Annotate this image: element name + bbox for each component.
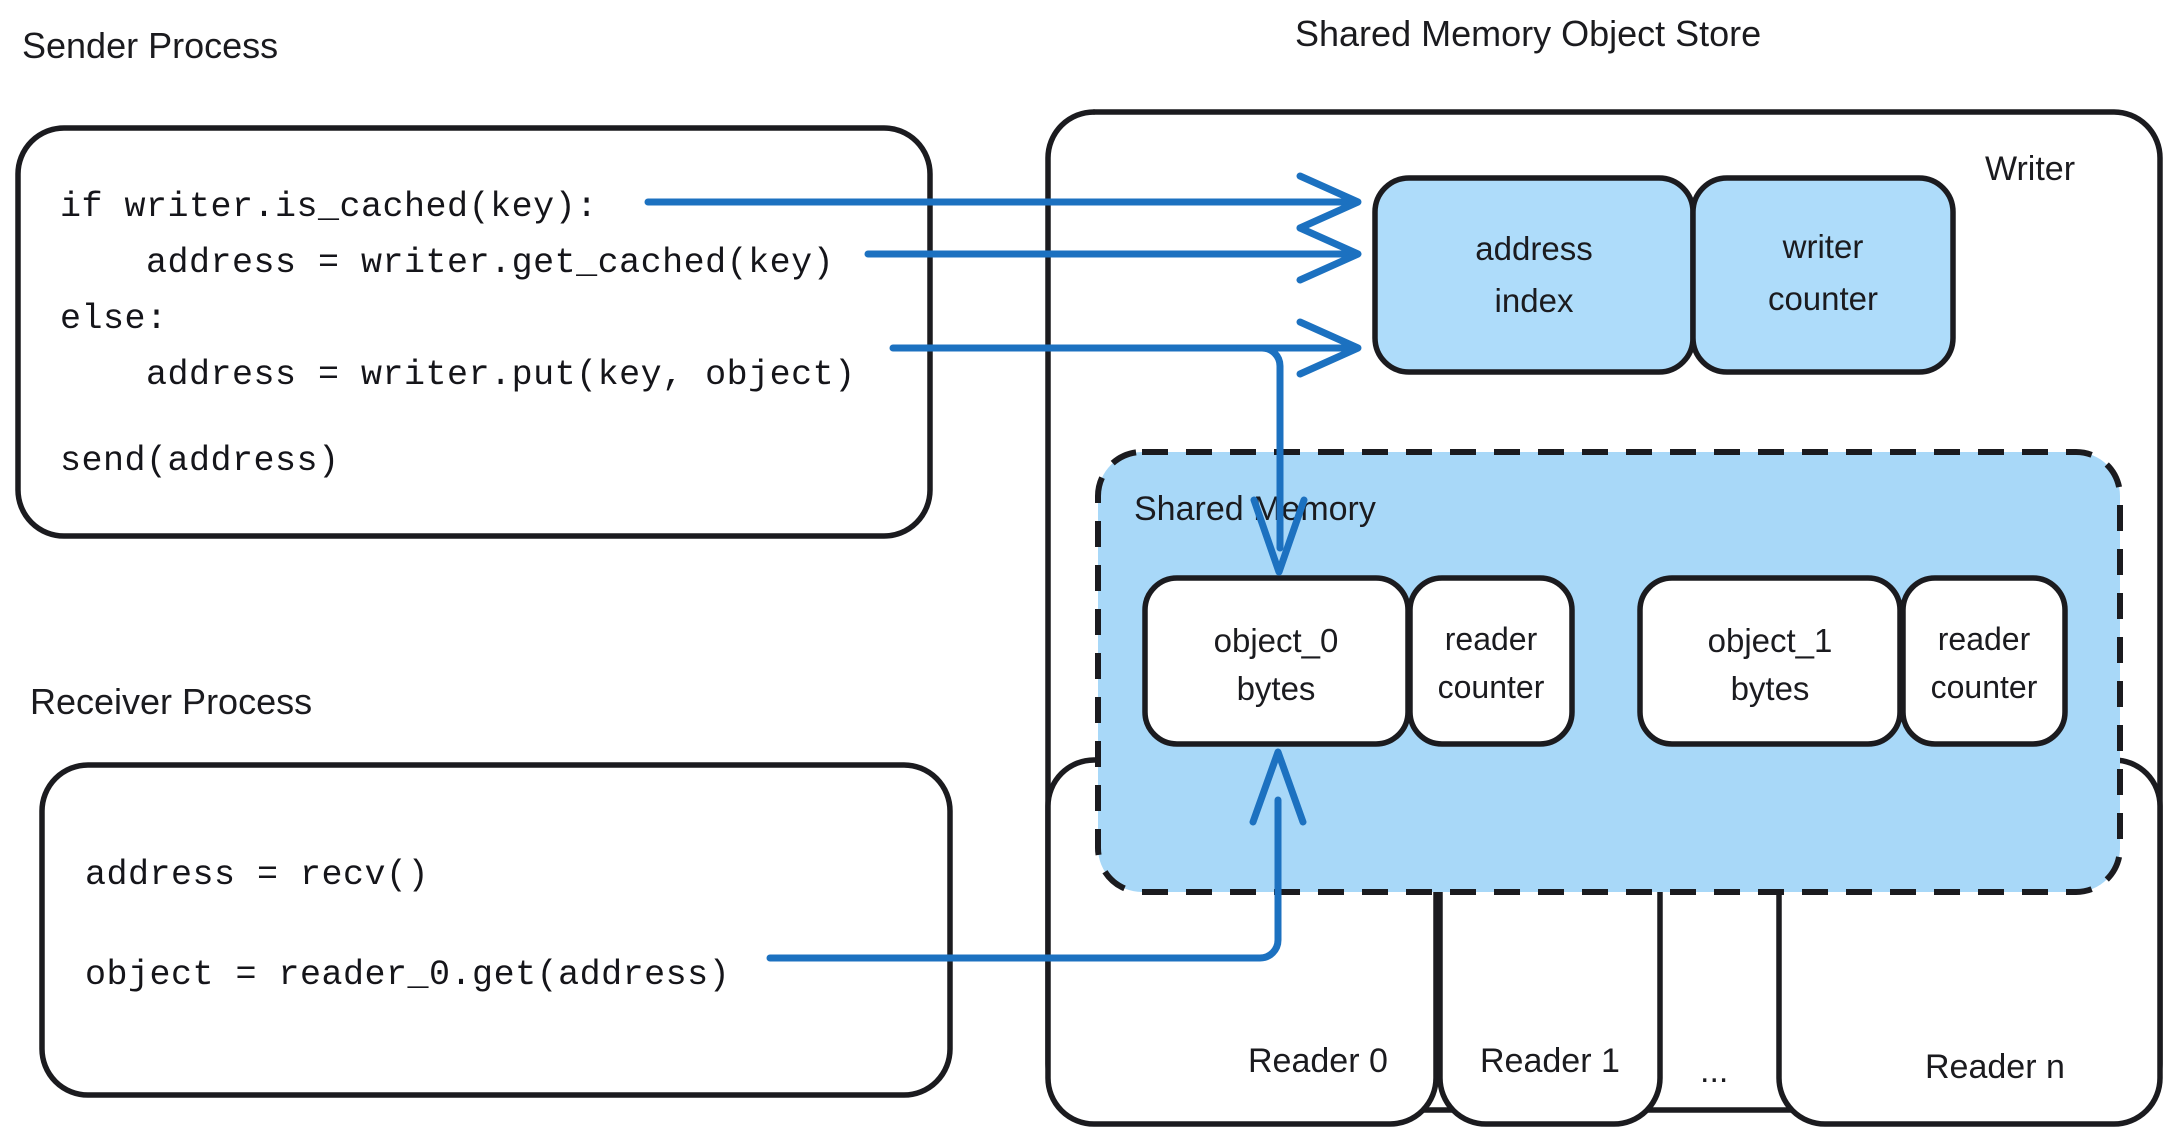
receiver-process-heading: Receiver Process	[30, 681, 312, 722]
object-1-reader-counter-cell	[1900, 575, 2068, 747]
store-heading: Shared Memory Object Store	[1295, 13, 1761, 54]
shared-memory-region	[1095, 449, 2123, 895]
object-1-line2: bytes	[1731, 670, 1810, 707]
sender-code-line-0: if writer.is_cached(key):	[60, 187, 598, 227]
object-1-line1: object_1	[1708, 622, 1833, 659]
object-1-bytes-cell	[1637, 575, 1903, 747]
address-index-line1: address	[1475, 230, 1592, 267]
object-1-reader-counter-line1: reader	[1938, 621, 2031, 657]
object-0-reader-counter-line1: reader	[1445, 621, 1538, 657]
arrow-put-to-address-index	[889, 318, 1362, 378]
arrow-get-cached-to-address-index	[864, 224, 1362, 284]
sender-code-line-2: else:	[60, 299, 168, 339]
receiver-code-line-0: address = recv()	[85, 855, 429, 895]
object-0-bytes-cell	[1142, 575, 1411, 747]
reader-1-label: Reader 1	[1480, 1042, 1620, 1080]
object-1-reader-counter-line2: counter	[1931, 669, 2038, 705]
sender-code-line-5: send(address)	[60, 441, 340, 481]
sender-process-heading: Sender Process	[22, 25, 278, 66]
writer-label: Writer	[1985, 150, 2075, 188]
object-0-reader-counter-cell	[1407, 575, 1575, 747]
object-0-line2: bytes	[1237, 670, 1316, 707]
writer-counter-cell	[1690, 175, 1956, 375]
sender-code-line-3: address = writer.put(key, object)	[60, 355, 856, 395]
receiver-code-line-2: object = reader_0.get(address)	[85, 955, 730, 995]
arrow-put-to-object-0	[1236, 344, 1308, 576]
writer-counter-line2: counter	[1768, 280, 1878, 317]
writer-counter-line1: writer	[1782, 228, 1864, 265]
sender-process-box	[15, 125, 933, 539]
reader-0-label: Reader 0	[1248, 1042, 1388, 1080]
reader-n-label: Reader n	[1925, 1048, 2065, 1086]
object-0-line1: object_0	[1214, 622, 1339, 659]
readers-ellipsis: ...	[1700, 1052, 1728, 1090]
address-index-cell	[1372, 175, 1696, 375]
address-index-line2: index	[1495, 282, 1574, 319]
object-0-reader-counter-line2: counter	[1438, 669, 1545, 705]
arrow-reader-get-to-object-0	[766, 748, 1307, 962]
arrow-is-cached-to-address-index	[644, 172, 1362, 232]
sender-code-line-1: address = writer.get_cached(key)	[60, 243, 834, 283]
receiver-process-box	[39, 762, 953, 1098]
